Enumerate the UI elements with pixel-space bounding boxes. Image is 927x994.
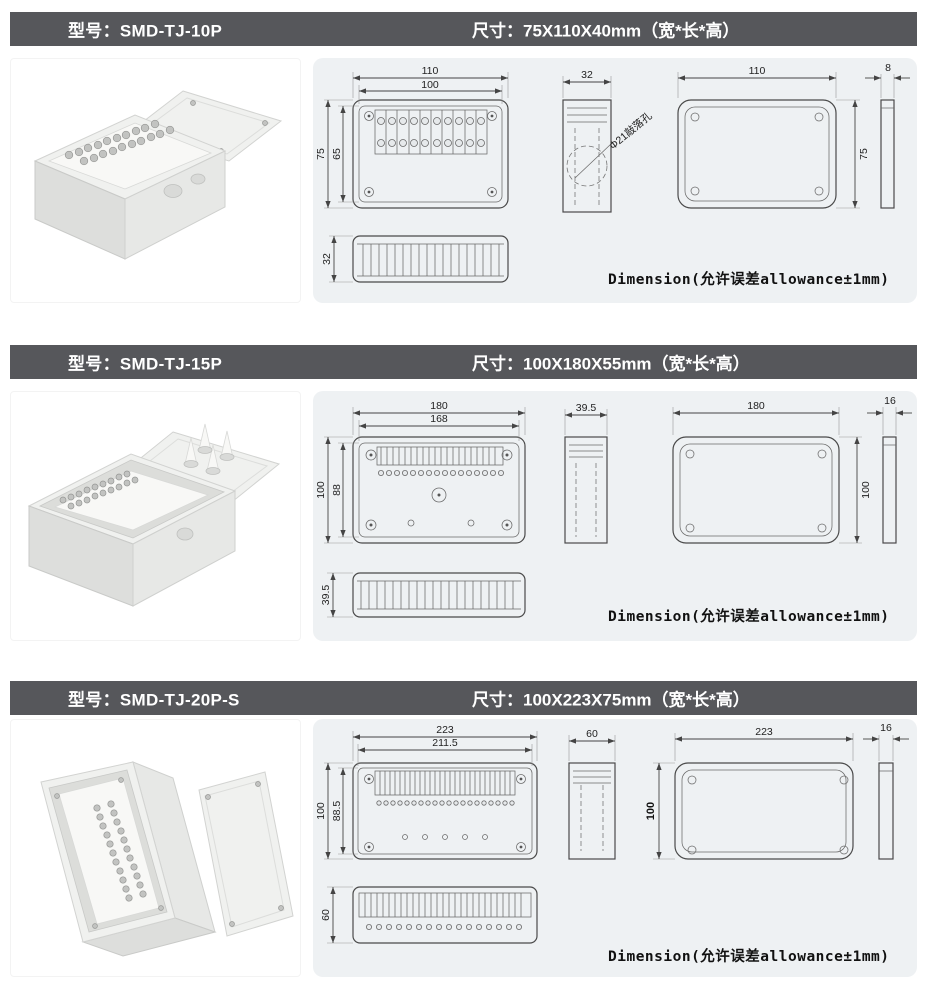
dim-bottom-height: 39.5 — [320, 585, 332, 606]
lid-edge-view: 16 — [863, 722, 909, 860]
cable-gland-illustration — [183, 423, 234, 475]
model-label: 型号：SMD-TJ-10P — [68, 21, 223, 41]
section-header: 型号：SMD-TJ-15P 尺寸：100X180X55mm（宽*长*高） — [10, 345, 917, 379]
bottom-view: 39.5 — [320, 572, 526, 618]
dim-bottom-height: 60 — [320, 909, 332, 921]
dim-plan-inner-width: 100 — [421, 79, 439, 91]
dim-lid-height: 75 — [858, 148, 870, 160]
dim-lid-height: 100 — [645, 802, 657, 820]
plan-view: 223 211.5 100 88.5 — [315, 724, 538, 860]
dim-plan-outer-width: 223 — [436, 724, 454, 736]
dim-lid-width: 180 — [747, 400, 765, 412]
section-header: 型号：SMD-TJ-20P-S 尺寸：100X223X75mm（宽*长*高） — [10, 681, 917, 715]
product-section-20ps: 型号：SMD-TJ-20P-S 尺寸：100X223X75mm（宽*长*高） — [10, 681, 917, 977]
terminal-row-illustration — [64, 119, 174, 166]
dim-plan-outer-height: 75 — [315, 148, 327, 160]
dim-bottom-height: 32 — [321, 253, 333, 265]
bottom-view: 60 — [320, 886, 538, 944]
dim-side-width: 32 — [581, 69, 593, 81]
bottom-view: 32 — [321, 235, 509, 283]
dimension-note: Dimension(允许误差allowance±1mm) — [608, 270, 890, 288]
drawing-panel: 223 211.5 100 88.5 60 — [313, 719, 917, 977]
dim-lid-height: 100 — [860, 481, 872, 499]
box-illustration — [27, 453, 236, 607]
lid-view: 223 100 — [645, 726, 854, 860]
section-body: 110 100 75 65 32 — [10, 58, 917, 303]
lid-edge-view: 16 — [867, 395, 912, 544]
product-photo-illustration — [27, 423, 280, 607]
technical-drawing: 223 211.5 100 88.5 60 — [315, 722, 909, 965]
lid-illustration — [197, 771, 294, 937]
plan-view: 110 100 75 65 — [315, 65, 509, 209]
size-label: 尺寸：100X180X55mm（宽*长*高） — [472, 354, 750, 374]
dimension-note: Dimension(允许误差allowance±1mm) — [608, 607, 890, 625]
dim-side-width: 39.5 — [576, 402, 597, 414]
dim-lid-thickness: 8 — [885, 62, 891, 74]
product-photo — [10, 391, 301, 641]
section-header: 型号：SMD-TJ-10P 尺寸：75X110X40mm（宽*长*高） — [10, 12, 917, 46]
side-view: 39.5 — [564, 402, 608, 544]
technical-drawing: 180 168 100 88 39.5 — [315, 395, 912, 625]
dim-plan-inner-height: 65 — [331, 148, 343, 160]
box-illustration — [39, 761, 217, 957]
box-illustration — [33, 114, 226, 260]
dim-plan-inner-width: 211.5 — [432, 737, 458, 749]
dim-lid-width: 223 — [755, 726, 773, 738]
terminal-row-illustration — [92, 800, 147, 902]
dim-side-width: 60 — [586, 728, 598, 740]
section-body: 180 168 100 88 39.5 — [10, 391, 917, 641]
side-view: 60 — [568, 728, 616, 860]
product-photo — [10, 58, 301, 303]
drawing-panel: 180 168 100 88 39.5 — [313, 391, 917, 641]
side-view: Φ21敲落孔 32 — [562, 69, 655, 213]
size-label: 尺寸：75X110X40mm（宽*长*高） — [472, 21, 740, 41]
knockout-hole-label: Φ21敲落孔 — [607, 109, 655, 152]
product-section-15p: 型号：SMD-TJ-15P 尺寸：100X180X55mm（宽*长*高） — [10, 345, 917, 641]
size-label: 尺寸：100X223X75mm（宽*长*高） — [472, 690, 750, 710]
model-label: 型号：SMD-TJ-15P — [68, 354, 223, 374]
lid-view: 110 75 — [677, 65, 870, 209]
dim-lid-thickness: 16 — [880, 722, 892, 734]
dim-plan-inner-height: 88 — [331, 484, 343, 496]
technical-drawing: 110 100 75 65 32 — [315, 62, 910, 288]
terminal-row-illustration — [59, 470, 138, 510]
drawing-panel: 110 100 75 65 32 — [313, 58, 917, 303]
dimension-note: Dimension(允许误差allowance±1mm) — [608, 947, 890, 965]
model-label: 型号：SMD-TJ-20P-S — [68, 690, 240, 710]
dim-plan-outer-width: 180 — [430, 400, 448, 412]
dim-plan-outer-height: 100 — [315, 481, 327, 499]
product-photo-illustration — [39, 761, 294, 957]
dim-plan-outer-width: 110 — [422, 65, 439, 77]
product-photo — [10, 719, 301, 977]
section-body: 223 211.5 100 88.5 60 — [10, 719, 917, 977]
plan-view: 180 168 100 88 — [315, 400, 526, 544]
dim-plan-outer-height: 100 — [315, 802, 327, 820]
dim-lid-width: 110 — [749, 65, 766, 77]
dim-plan-inner-width: 168 — [430, 413, 448, 425]
lid-view: 180 100 — [672, 400, 872, 544]
lid-edge-view: 8 — [865, 62, 910, 209]
dim-lid-thickness: 16 — [884, 395, 896, 407]
lid-illustration — [119, 423, 280, 507]
dim-plan-inner-height: 88.5 — [331, 801, 343, 822]
product-section-10p: 型号：SMD-TJ-10P 尺寸：75X110X40mm（宽*长*高） — [10, 12, 917, 303]
product-photo-illustration — [33, 90, 282, 260]
